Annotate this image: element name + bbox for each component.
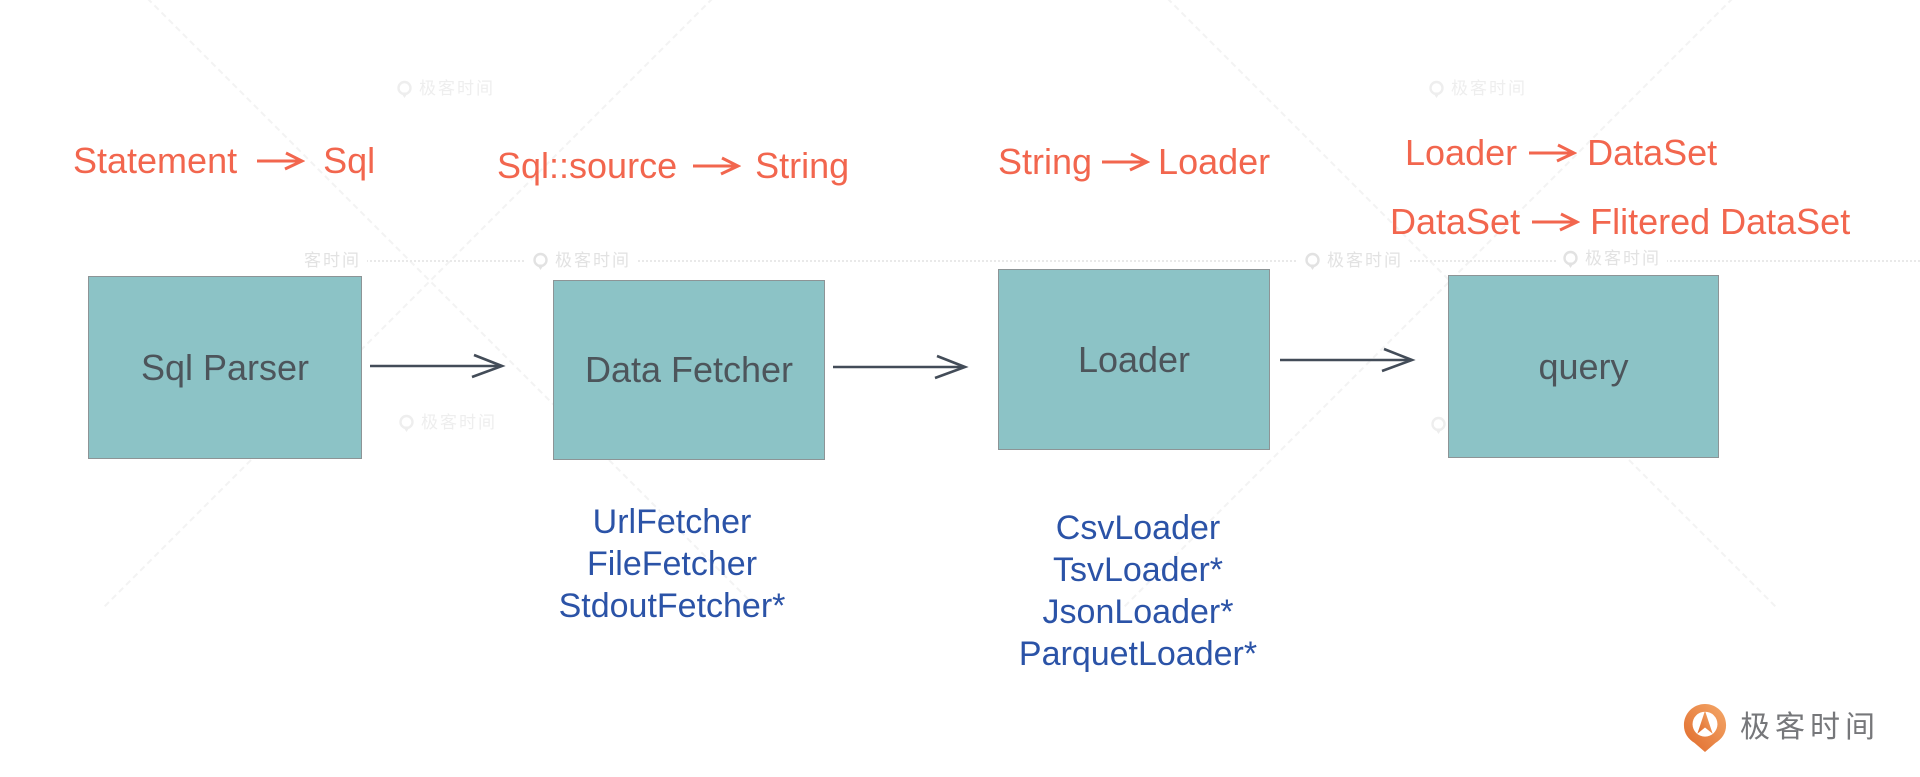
watermark: 极客时间 [390,78,501,100]
arrow-right-icon [257,151,306,171]
annotation-from: DataSet [1390,201,1521,242]
watermark-label: 极客时间 [1585,249,1661,268]
node-label: Loader [1077,338,1191,380]
arrow-right-icon [1532,212,1581,232]
annotation-from: Sql::source [497,145,678,186]
list-item: UrlFetcher [592,503,752,541]
annotation-from: String [998,141,1093,182]
type-annotation-string-loader: String Loader [998,140,1270,184]
watermark: 极客时间 [1556,248,1667,270]
geekbang-pin-icon [1431,416,1446,434]
geekbang-pin-icon [533,252,548,270]
watermark-label: 极客时间 [419,79,495,98]
node-label: Data Fetcher [584,349,794,390]
list-item: JsonLoader* [1042,593,1234,631]
geekbang-pin-icon [397,80,412,98]
watermark-label: 极客时间 [1451,79,1527,98]
geekbang-pin-icon [1305,252,1320,270]
fetcher-implementations-list: UrlFetcher FileFetcher StdoutFetcher* [472,501,872,627]
annotation-to: Flitered DataSet [1590,201,1851,242]
node-label: Sql Parser [140,346,310,388]
watermark-label: 极客时间 [421,413,497,432]
connector-arrow [370,353,506,379]
connector-arrow [1280,347,1416,373]
type-annotation-dataset-filtered: DataSet Flitered DataSet [1390,200,1850,244]
list-item: CsvLoader [1055,509,1221,547]
watermark-label: 极客时间 [555,251,631,270]
brand-name: 极客时间 [1740,711,1880,744]
type-annotation-statement-sql: Statement Sql [73,139,375,183]
geekbang-logo-icon [1683,704,1727,752]
connector-arrow [833,354,969,380]
annotation-from: Statement [73,140,238,181]
list-item: ParquetLoader* [1018,635,1258,673]
type-annotation-sqlsource-string: Sql::source String [497,144,849,188]
watermark: 极客时间 [526,250,637,272]
node-query: query [1448,275,1719,458]
watermark-dotted-line [298,260,1920,262]
list-item: TsvLoader* [1052,551,1224,589]
annotation-to: String [755,145,850,186]
list-item: StdoutFetcher* [558,587,786,625]
geekbang-pin-icon [399,414,414,432]
geekbang-brand: 极客时间 [1682,702,1880,754]
watermark: 极客时间 [392,412,503,434]
watermark: 极客时间 [1298,250,1409,272]
arrow-right-icon [693,156,742,176]
arrow-right-icon [1529,143,1578,163]
node-data-fetcher: Data Fetcher [553,280,825,460]
watermark-label: 极客时间 [1327,251,1403,270]
watermark-label: 客时间 [304,251,361,270]
annotation-to: Loader [1158,141,1271,182]
annotation-to: DataSet [1587,132,1718,173]
node-loader: Loader [998,269,1270,450]
watermark: 极客时间 [1422,78,1533,100]
list-item: FileFetcher [586,545,758,583]
loader-implementations-list: CsvLoader TsvLoader* JsonLoader* Parquet… [938,507,1338,675]
annotation-from: Loader [1405,132,1518,173]
geekbang-pin-icon [1429,80,1444,98]
node-sql-parser: Sql Parser [88,276,362,459]
annotation-to: Sql [323,140,376,181]
arrow-right-icon [1102,152,1151,172]
type-annotation-loader-dataset: Loader DataSet [1405,131,1717,175]
node-label: query [1538,345,1629,387]
geekbang-pin-icon [1563,250,1578,268]
watermark: 客时间 [298,250,367,272]
